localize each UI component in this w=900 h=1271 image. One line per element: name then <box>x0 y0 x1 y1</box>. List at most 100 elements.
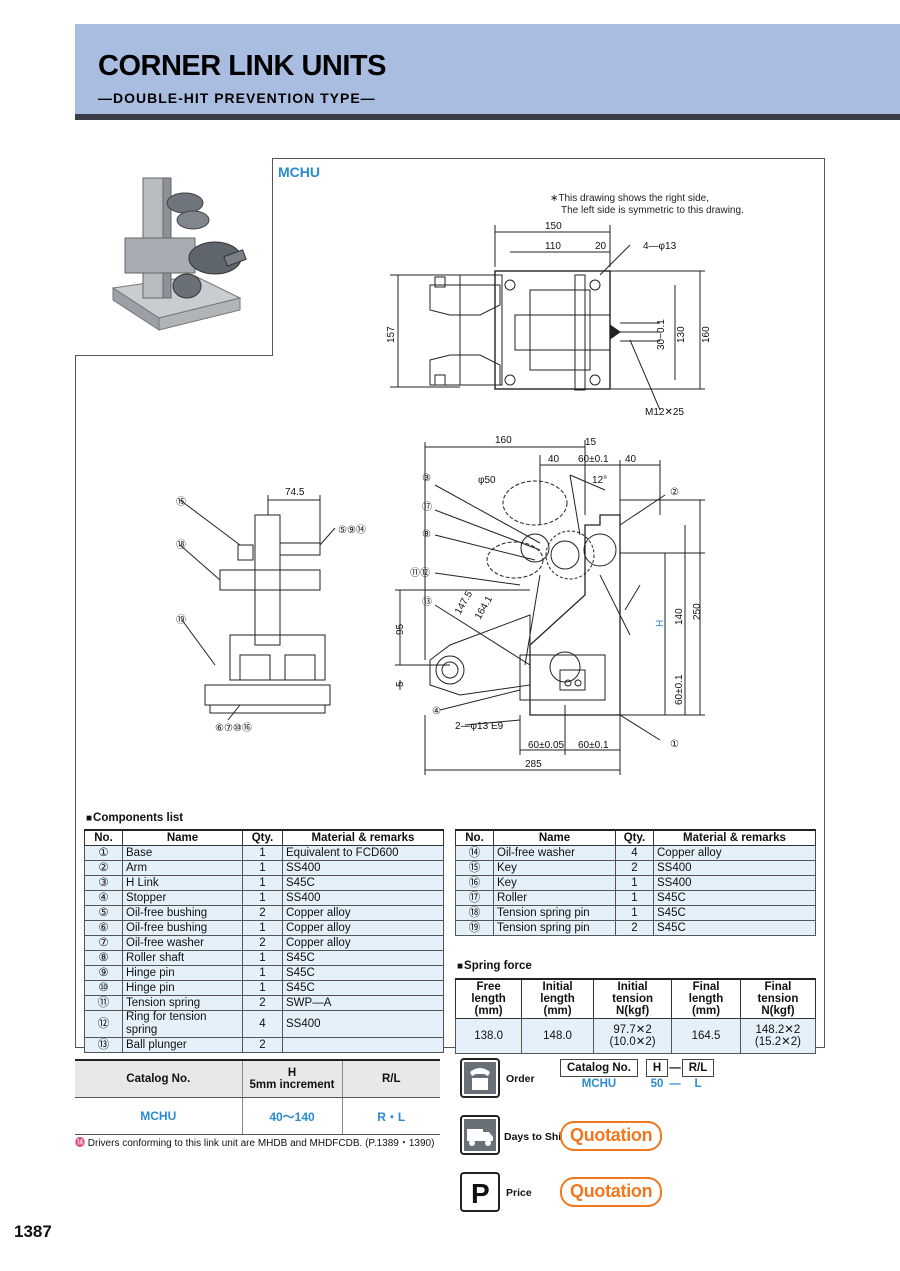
spring-col-line: N(kgf) <box>615 1005 650 1017</box>
cell-material: Copper alloy <box>282 935 444 951</box>
cell-qty: 1 <box>242 980 283 996</box>
callout-11-12: ⑪⑫ <box>410 567 430 579</box>
cell-name: Hinge pin <box>122 965 243 981</box>
components-title: Components list <box>86 812 183 824</box>
cell-material: S45C <box>282 875 444 891</box>
cell-qty: 1 <box>242 860 283 876</box>
cell-name: Hinge pin <box>122 980 243 996</box>
spring-cell-3: 164.5 <box>671 1018 741 1054</box>
order-value-rl: L <box>694 1078 702 1090</box>
cell-material: SS400 <box>282 1010 444 1038</box>
days-to-ship-label: Days to Ship <box>504 1131 568 1143</box>
col-name: Name <box>493 829 616 846</box>
cell-name: Tension spring pin <box>493 905 616 921</box>
order-col-h: H <box>645 1059 669 1077</box>
note-icon: ⓮ <box>75 1138 85 1149</box>
cell-no: ⑨ <box>84 965 123 981</box>
cell-no: ③ <box>84 875 123 891</box>
spring-cell-line: (15.2✕2) <box>754 1036 801 1048</box>
cell-name: Ring for tension spring <box>122 1010 243 1038</box>
product-photo <box>75 158 273 356</box>
cell-no: ⑩ <box>84 980 123 996</box>
cell-qty: 1 <box>615 905 654 921</box>
cell-name: Oil-free bushing <box>122 920 243 936</box>
dim-side-15: 15 <box>585 437 597 448</box>
cell-no: ⑦ <box>84 935 123 951</box>
spring-col-line: Final length <box>688 981 724 1005</box>
cell-name: Oil-free washer <box>493 845 616 861</box>
spring-cell-line: 138.0 <box>474 1030 503 1042</box>
drawing-note-line-2: The left side is symmetric to this drawi… <box>561 205 744 216</box>
dim-side-160: 160 <box>495 435 512 446</box>
order-value-h: 50 <box>650 1078 664 1090</box>
cell-name: Oil-free washer <box>122 935 243 951</box>
cell-material: S45C <box>282 950 444 966</box>
dim-side-60b: 60±0.1 <box>674 674 685 705</box>
dim-side-phi50: φ50 <box>478 475 496 486</box>
cell-no: ② <box>84 860 123 876</box>
catalog-value-h: 40〜140 <box>241 1097 342 1135</box>
order-phone-icon <box>460 1058 500 1098</box>
catalog-col-rl: R/L <box>341 1059 440 1098</box>
order-col-catalog: Catalog No. <box>560 1059 638 1077</box>
callout-5-9-14: ⑤⑨⑭ <box>338 524 366 536</box>
callout-1: ① <box>670 739 679 750</box>
callout-3: ③ <box>422 473 431 484</box>
cell-qty: 1 <box>615 875 654 891</box>
cell-material: Equivalent to FCD600 <box>282 845 444 861</box>
spring-cell-1: 148.0 <box>521 1018 594 1054</box>
page-title: CORNER LINK UNITS <box>98 50 386 82</box>
cell-material: S45C <box>282 980 444 996</box>
cell-name: Roller shaft <box>122 950 243 966</box>
callout-2: ② <box>670 487 679 498</box>
cell-no: ⑥ <box>84 920 123 936</box>
cell-qty: 2 <box>615 860 654 876</box>
dim-side-140: 140 <box>674 608 685 625</box>
col-qty: Qty. <box>615 829 654 846</box>
cell-qty: 2 <box>615 920 654 936</box>
dim-130: 130 <box>676 326 687 343</box>
days-to-ship-quotation: Quotation <box>560 1121 663 1151</box>
svg-text:P: P <box>471 1178 490 1209</box>
order-table: Catalog No. H — R/L MCHU 50 — L <box>560 1059 715 1091</box>
spring-cell-line: 148.2✕2 <box>755 1024 801 1036</box>
cell-qty: 2 <box>242 935 283 951</box>
cell-name: H Link <box>122 875 243 891</box>
cell-material: Copper alloy <box>282 920 444 936</box>
cell-material: SS400 <box>282 890 444 906</box>
dim-110: 110 <box>545 241 561 252</box>
dim-side-95: 95 <box>395 623 406 635</box>
cell-qty: 1 <box>615 890 654 906</box>
technical-drawing: 150 110 20 4—φ13 157 30−0.1 130 160 M12✕… <box>176 221 712 775</box>
footnote: ⓮ Drivers conforming to this link unit a… <box>75 1134 434 1149</box>
spring-col-line: (mm) <box>691 1005 721 1017</box>
table-header-row: No. Name Qty. Material & remarks <box>84 829 444 846</box>
page-subtitle: —DOUBLE-HIT PREVENTION TYPE— <box>98 90 376 106</box>
cell-qty: 4 <box>615 845 654 861</box>
spring-col-line: Initial tension <box>612 981 653 1005</box>
cell-no: ① <box>84 845 123 861</box>
order-dash: — <box>669 1062 681 1074</box>
dim-front-74-5: 74.5 <box>285 487 305 498</box>
spring-cell-0: 138.0 <box>454 1018 523 1054</box>
col-material: Material & remarks <box>653 829 816 846</box>
order-value-dash: — <box>669 1077 681 1090</box>
col-material: Material & remarks <box>282 829 444 846</box>
callout-8: ⑧ <box>422 529 431 540</box>
price-label: Price <box>506 1187 532 1199</box>
dim-side-60-01: 60±0.1 <box>578 740 609 751</box>
dim-side-40a: 40 <box>548 454 560 465</box>
order-col-rl: R/L <box>681 1059 715 1077</box>
truck-icon <box>460 1115 500 1155</box>
